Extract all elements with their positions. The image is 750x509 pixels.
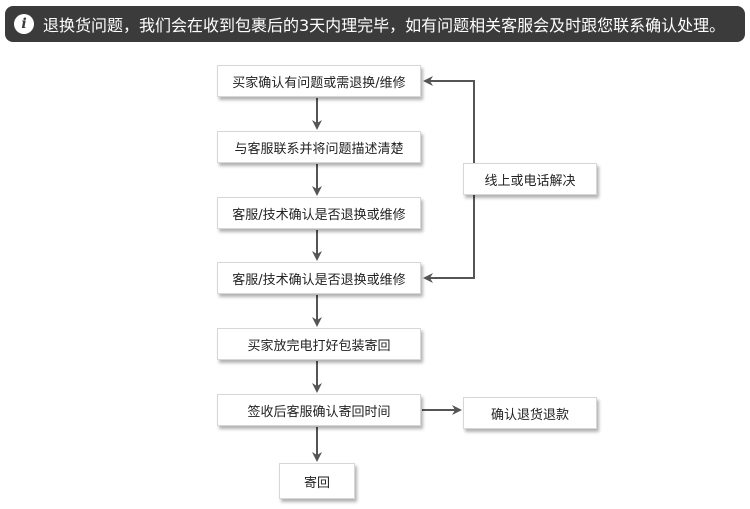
flow-step-1: 买家确认有问题或需退换/维修 <box>217 65 421 97</box>
flow-step-5: 买家放完电打好包装寄回 <box>217 328 421 360</box>
flow-step-7: 寄回 <box>279 463 355 499</box>
flow-step-4: 客服/技术确认是否退换或维修 <box>217 262 421 294</box>
banner-text: 退换货问题，我们会在收到包裹后的3天内理完毕，如有问题相关客服会及时跟您联系确认… <box>43 16 726 35</box>
flow-step-6: 签收后客服确认寄回时间 <box>217 394 421 426</box>
info-icon: i <box>14 14 34 34</box>
flow-step-3: 客服/技术确认是否退换或维修 <box>217 197 421 229</box>
side-node-online-resolve: 线上或电话解决 <box>463 163 597 195</box>
side-node-refund: 确认退货退款 <box>463 397 597 429</box>
info-banner: i 退换货问题，我们会在收到包裹后的3天内理完毕，如有问题相关客服会及时跟您联系… <box>5 6 745 42</box>
flow-step-2: 与客服联系并将问题描述清楚 <box>217 131 421 163</box>
